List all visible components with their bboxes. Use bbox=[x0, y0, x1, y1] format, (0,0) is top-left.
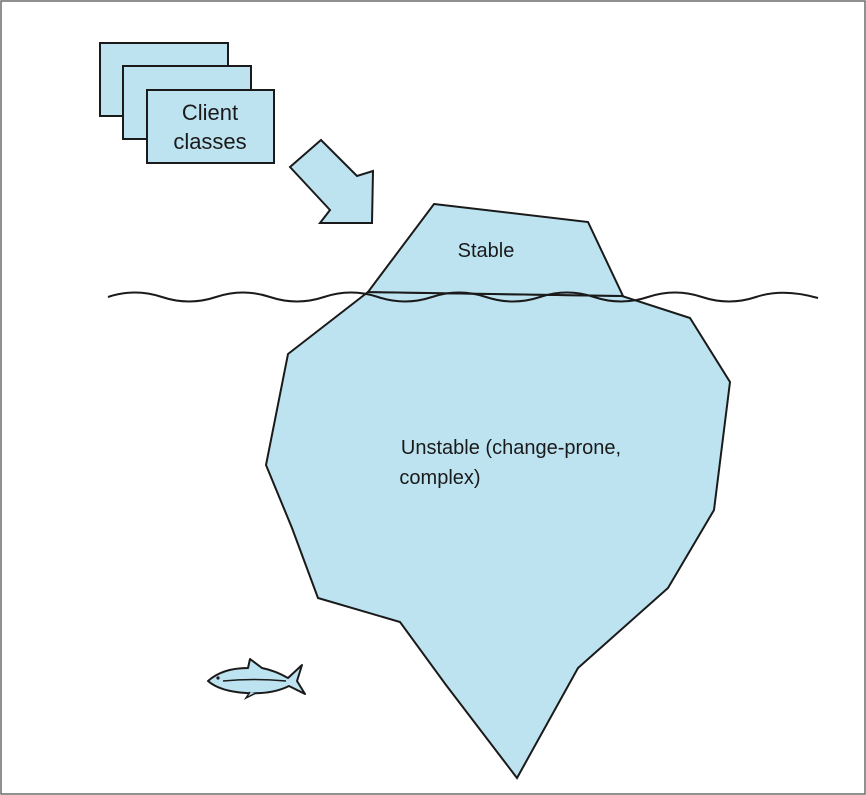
stable-label: Stable bbox=[458, 240, 515, 262]
water-line bbox=[107, 291, 819, 303]
client-card-front bbox=[146, 89, 275, 164]
fish-body bbox=[207, 658, 306, 695]
unstable-label-line1: Unstable (change-prone, bbox=[401, 437, 621, 459]
unstable-label-line2: complex) bbox=[399, 467, 480, 489]
client-label-line2: classes bbox=[173, 129, 246, 154]
iceberg-stable-top bbox=[366, 202, 625, 298]
fish-eye bbox=[216, 676, 220, 680]
fish-stripe bbox=[222, 678, 287, 682]
client-classes-stack: Client classes bbox=[99, 42, 275, 164]
client-label-line1: Client bbox=[182, 100, 238, 125]
iceberg-unstable-body bbox=[264, 290, 732, 780]
fish-fin bbox=[243, 691, 257, 700]
arrow-down-right-icon bbox=[288, 138, 375, 224]
fish-icon bbox=[207, 658, 306, 700]
